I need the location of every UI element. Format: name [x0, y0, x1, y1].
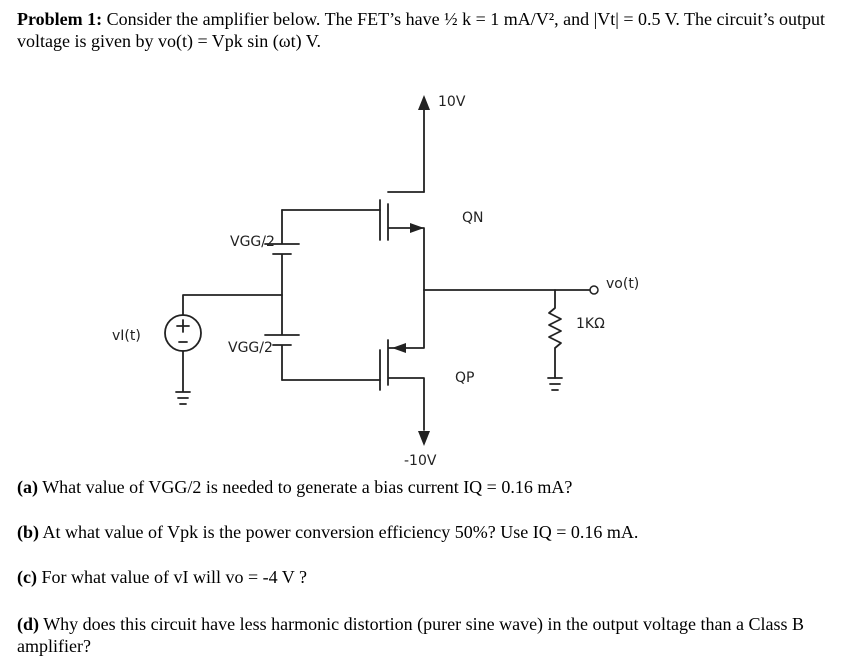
- question-d-text: Why does this circuit have less harmonic…: [17, 614, 805, 656]
- question-c: (c) For what value of vI will vo = -4 V …: [17, 566, 307, 588]
- question-d: (d) Why does this circuit have less harm…: [17, 613, 807, 657]
- qp-label: QP: [455, 370, 474, 386]
- question-b-label: (b): [17, 522, 39, 542]
- problem-text: Consider the amplifier below. The FET’s …: [17, 9, 825, 51]
- output-terminal[interactable]: [589, 285, 599, 295]
- question-a-text: What value of VGG/2 is needed to generat…: [42, 477, 573, 497]
- qp-arrow-icon: [392, 343, 406, 353]
- vgg-top-label: VGG/2: [230, 234, 275, 250]
- question-a-label: (a): [17, 477, 38, 497]
- vi-label: vI(t): [112, 328, 141, 344]
- input-ground-icon: [175, 350, 191, 405]
- problem-label: Problem 1:: [17, 9, 103, 29]
- vgg-bot-label: VGG/2: [228, 340, 273, 356]
- qn-arrow-icon: [410, 223, 424, 233]
- problem-statement: Problem 1: Consider the amplifier below.…: [17, 8, 837, 52]
- load-label: 1KΩ: [576, 316, 605, 332]
- load-ground-icon: [547, 377, 563, 391]
- qp-transistor: [379, 289, 425, 431]
- question-c-text: For what value of vI will vo = -4 V ?: [41, 567, 307, 587]
- vss-label: -10V: [404, 453, 437, 469]
- question-b-text: At what value of Vpk is the power conver…: [42, 522, 639, 542]
- question-c-label: (c): [17, 567, 37, 587]
- question-a: (a) What value of VGG/2 is needed to gen…: [17, 476, 572, 498]
- vdd-label: 10V: [438, 94, 466, 110]
- question-d-label: (d): [17, 614, 39, 634]
- vss-arrow-icon: [418, 431, 430, 446]
- vo-label: vo(t): [606, 276, 639, 292]
- qn-label: QN: [462, 210, 484, 226]
- source-polarity-icon: [176, 319, 190, 343]
- question-b: (b) At what value of Vpk is the power co…: [17, 521, 638, 543]
- qn-transistor: [379, 191, 425, 291]
- input-wire: [182, 294, 283, 316]
- vdd-arrow-icon: [418, 95, 430, 110]
- load-resistor: [548, 289, 562, 379]
